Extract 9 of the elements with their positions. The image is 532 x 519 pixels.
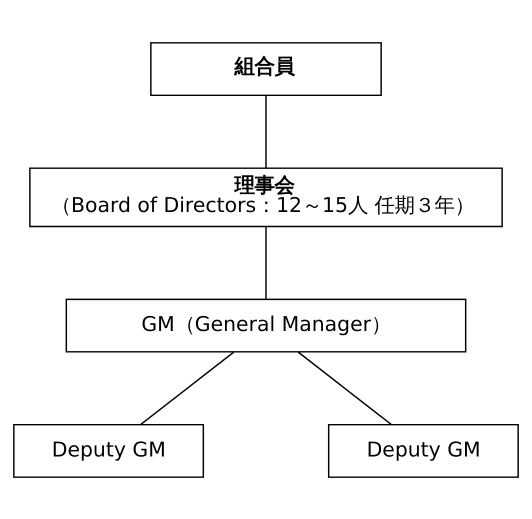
connector [265,95,267,168]
connector [265,226,267,298]
node-box: Deputy GM [328,423,519,478]
node-box: 組合員 [150,42,382,96]
node-box: Deputy GM [13,423,204,478]
connector [298,351,392,425]
node-box: GM（General Manager） [66,298,466,352]
node-box: 理事会 （Board of Directors：12～15人 任期３年） [29,166,503,227]
connector [140,351,234,425]
